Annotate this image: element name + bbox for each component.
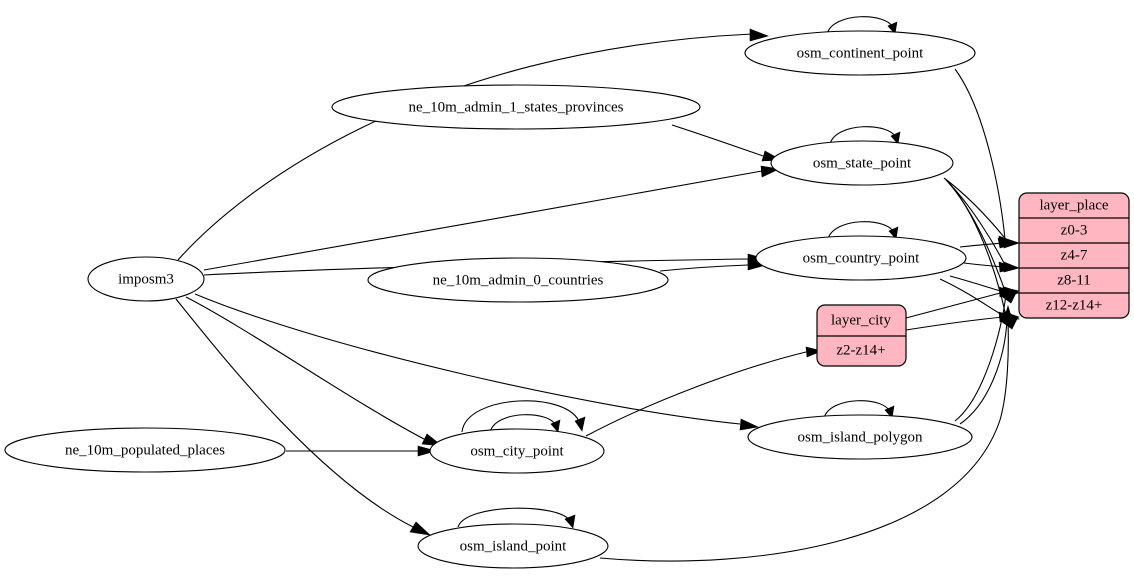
node-osm-state-point[interactable]: osm_state_point (770, 140, 954, 186)
layer-place-row-z0-3[interactable]: z0-3 (1061, 222, 1088, 238)
node-label-osm-island-point: osm_island_point (460, 538, 568, 554)
edge-osm-continent-point-to-layer-place-z0-3 (954, 68, 1006, 240)
edge-imposm3-to-osm-city-point (185, 296, 425, 440)
node-ne-10m-admin-1-states-provinces[interactable]: ne_10m_admin_1_states_provinces (331, 84, 701, 130)
node-label-osm-island-polygon: osm_island_polygon (797, 429, 923, 445)
arrowhead-icon (1003, 237, 1020, 249)
layer-place-row-z4-7[interactable]: z4-7 (1061, 247, 1088, 263)
node-layer-place[interactable]: layer_place z0-3 z4-7 z8-11 z12-z14+ (1018, 192, 1130, 319)
node-imposm3[interactable]: imposm3 (87, 256, 205, 302)
arrowhead-icon (1002, 304, 1014, 324)
node-label-osm-state-point: osm_state_point (813, 155, 912, 171)
edge-layer (175, 16, 1020, 562)
node-osm-city-point[interactable]: osm_city_point (429, 428, 605, 474)
arrowhead-icon (417, 445, 438, 457)
node-shape-ellipse (417, 523, 609, 569)
layer-place-row-z12-z14[interactable]: z12-z14+ (1046, 297, 1103, 313)
arrowhead-icon (999, 290, 1018, 304)
node-shape-ellipse (4, 427, 286, 473)
edge-osm-island-polygon-to-layer-place-z8-11 (954, 293, 1007, 422)
edge-self-loop-osm-state-point (829, 126, 897, 145)
node-shape-ellipse (87, 256, 205, 302)
node-shape-ellipse (747, 414, 973, 460)
arrowhead-icon (890, 131, 901, 145)
layer-city-row-z2-z14[interactable]: z2-z14+ (836, 342, 885, 358)
node-layer-city[interactable]: layer_city z2-z14+ (816, 304, 907, 367)
node-layer: imposm3 ne_10m_admin_1_states_provinces … (4, 30, 1130, 569)
node-shape-ellipse (367, 257, 669, 303)
node-shape-ellipse (331, 84, 701, 130)
edge-outer-loop-osm-city-point (461, 400, 581, 433)
edge-self-loop-osm-city-point (489, 414, 557, 433)
node-label-ne-10m-admin-1-states-provinces: ne_10m_admin_1_states_provinces (409, 99, 624, 115)
layer-place-box (1018, 192, 1130, 319)
arrowhead-icon (888, 226, 899, 240)
node-label-osm-country-point: osm_country_point (803, 250, 920, 266)
arrowhead-icon (564, 514, 576, 529)
node-label-imposm3: imposm3 (118, 271, 174, 287)
edge-layer-city-to-layer-place-z8-11 (905, 291, 1005, 319)
node-osm-island-polygon[interactable]: osm_island_polygon (747, 414, 973, 460)
edge-imposm3-to-osm-continent-point (177, 33, 753, 261)
arrowhead-icon (884, 405, 895, 419)
node-shape-ellipse (755, 235, 967, 281)
node-shape-ellipse (429, 428, 605, 474)
node-label-osm-city-point: osm_city_point (470, 443, 564, 459)
arrowhead-icon (574, 416, 586, 432)
node-ne-10m-populated-places[interactable]: ne_10m_populated_places (4, 427, 286, 473)
edge-osm-country-point-to-layer-place-z4-7 (963, 262, 1005, 268)
arrowhead-icon (747, 259, 768, 271)
edge-self-loop-osm-island-point (457, 507, 571, 528)
arrowhead-icon (739, 418, 759, 431)
edge-osm-country-point-to-layer-place-z12-z14 (939, 278, 1005, 317)
arrowhead-icon (550, 419, 561, 433)
node-osm-country-point[interactable]: osm_country_point (755, 235, 967, 281)
node-shape-ellipse (744, 30, 976, 76)
edge-osm-state-point-to-layer-place-z8-11 (947, 181, 1005, 289)
arrowhead-icon (887, 21, 898, 35)
node-shape-ellipse (770, 140, 954, 186)
node-label-osm-continent-point: osm_continent_point (797, 45, 924, 61)
node-label-ne-10m-populated-places: ne_10m_populated_places (65, 442, 225, 458)
edge-osm-island-polygon-to-layer-place-z12-z14 (959, 319, 1008, 425)
layer-place-row-z8-11[interactable]: z8-11 (1057, 272, 1091, 288)
arrowhead-icon (409, 521, 431, 536)
arrowhead-icon (749, 28, 769, 42)
edge-osm-country-point-to-layer-place-z0-3 (959, 242, 1005, 248)
arrowhead-icon (1003, 261, 1020, 273)
node-ne-10m-admin-0-countries[interactable]: ne_10m_admin_0_countries (367, 257, 669, 303)
edge-self-loop-osm-island-polygon (823, 400, 891, 419)
edge-ne-admin0-to-osm-country-point (659, 264, 749, 272)
edge-layer-city-to-layer-place-z12-z14 (905, 316, 1005, 331)
edge-imposm3-to-osm-island-polygon (194, 293, 741, 425)
edge-imposm3-to-osm-island-point (175, 298, 414, 528)
edge-self-loop-osm-continent-point (826, 16, 894, 35)
node-label-ne-10m-admin-0-countries: ne_10m_admin_0_countries (433, 272, 604, 288)
node-osm-continent-point[interactable]: osm_continent_point (744, 30, 976, 76)
layer-city-title: layer_city (831, 312, 891, 328)
node-osm-island-point[interactable]: osm_island_point (417, 523, 609, 569)
edge-osm-city-point-to-layer-city-z2-z14 (585, 351, 807, 437)
edge-self-loop-osm-country-point (827, 221, 895, 240)
edge-osm-state-point-to-layer-place-z0-3 (943, 177, 1005, 238)
edge-osm-state-point-to-layer-place-z12-z14 (949, 183, 1006, 314)
edge-imposm3-to-osm-state-point (203, 170, 763, 271)
edge-osm-country-point-to-layer-place-z8-11 (949, 275, 1005, 293)
layer-place-title: layer_place (1039, 197, 1108, 213)
arrowhead-icon (805, 346, 823, 358)
edge-osm-island-point-to-layer-place-z12-z14 (599, 321, 1009, 562)
edge-ne-admin1-to-osm-state-point (671, 124, 764, 157)
